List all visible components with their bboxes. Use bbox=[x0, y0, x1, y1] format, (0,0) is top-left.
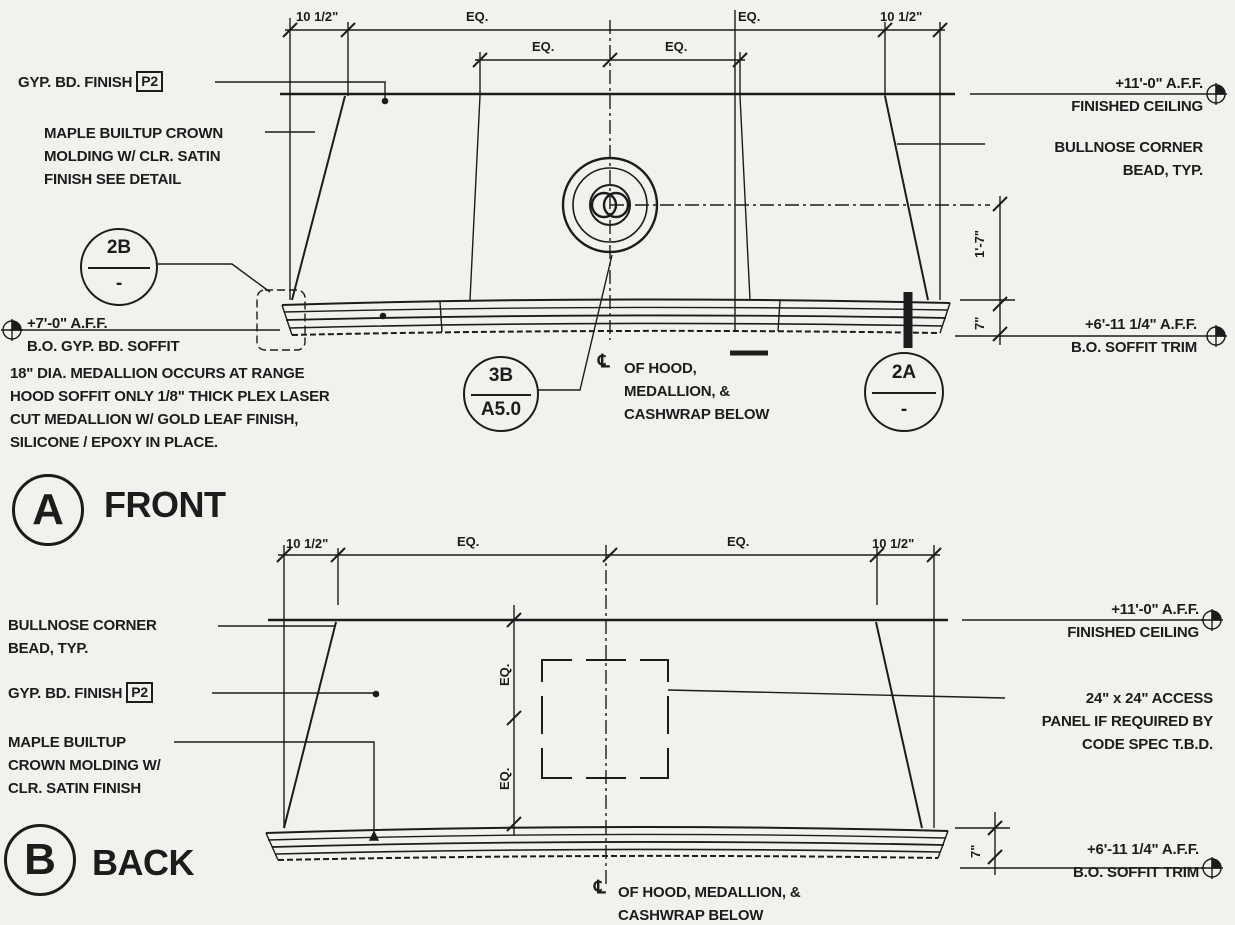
b-ceiling-level-label: +11'-0" A.F.F. FINISHED CEILING bbox=[1067, 601, 1199, 641]
b-trim-level-label: +6'-11 1/4" A.F.F. B.O. SOFFIT TRIM bbox=[1073, 841, 1199, 881]
b-dim-vert-eq-upper: EQ. bbox=[497, 663, 512, 686]
b-centerline-symbol: ℄ bbox=[593, 877, 606, 897]
b-access-panel-note: 24" x 24" ACCESS PANEL IF REQUIRED BY CO… bbox=[1041, 690, 1214, 753]
a-dim-eq-inner-left: EQ. bbox=[532, 39, 555, 54]
level-marker-ceiling-b bbox=[1201, 609, 1223, 631]
medallion-outer bbox=[561, 156, 659, 254]
detail-bubble-3b[interactable]: 3B A5.0 bbox=[463, 356, 539, 432]
b-bullnose-note: BULLNOSE CORNER BEAD, TYP. bbox=[8, 617, 157, 657]
a-dim-right-offset: 10 1/2" bbox=[880, 9, 923, 24]
a-dim-eq-inner-right: EQ. bbox=[665, 39, 688, 54]
detail-bubble-2a[interactable]: 2A - bbox=[864, 352, 944, 432]
a-left-taper bbox=[291, 95, 346, 301]
b-crown-molding-note: MAPLE BUILTUP CROWN MOLDING W/ CLR. SATI… bbox=[8, 734, 161, 797]
detail-bubble-2b[interactable]: 2B - bbox=[80, 228, 158, 306]
b-dim-left-offset: 10 1/2" bbox=[286, 536, 329, 551]
level-marker-trim-b bbox=[1201, 857, 1223, 879]
a-bullnose-note: BULLNOSE CORNER BEAD, TYP. bbox=[1054, 139, 1203, 179]
a-p2-tag: P2 bbox=[136, 71, 163, 92]
elevation-a-title: FRONT bbox=[104, 484, 226, 525]
b-dim-vert-eq-lower: EQ. bbox=[497, 767, 512, 790]
a-centerline-symbol: ℄ bbox=[597, 351, 610, 371]
elevation-a-circle: A bbox=[12, 474, 84, 546]
b-dim-eq-right: EQ. bbox=[727, 534, 750, 549]
a-right-taper bbox=[884, 95, 929, 301]
a-dim-eq-top-left: EQ. bbox=[466, 9, 489, 24]
a-centerline-note: OF HOOD, MEDALLION, & CASHWRAP BELOW bbox=[624, 360, 770, 423]
a-crown-molding-note: MAPLE BUILTUP CROWN MOLDING W/ CLR. SATI… bbox=[44, 125, 223, 188]
a-dim-vert-upper: 1'-7" bbox=[972, 229, 987, 258]
level-marker-trim-a bbox=[1205, 325, 1227, 347]
b-dim-eq-left: EQ. bbox=[457, 534, 480, 549]
b-p2-tag: P2 bbox=[126, 682, 153, 703]
level-marker-ceiling-a bbox=[1205, 83, 1227, 105]
b-dim-vert-trim: 7" bbox=[968, 844, 983, 858]
a-trim-level-label: +6'-11 1/4" A.F.F. B.O. SOFFIT TRIM bbox=[1071, 316, 1197, 356]
a-medallion-note: 18" DIA. MEDALLION OCCURS AT RANGE HOOD … bbox=[10, 365, 330, 451]
a-dim-vert-lower: 7" bbox=[972, 316, 987, 330]
b-right-taper bbox=[875, 621, 923, 829]
a-soffit-level-label: +7'-0" A.F.F. B.O. GYP. BD. SOFFIT bbox=[27, 315, 180, 355]
b-left-taper bbox=[283, 621, 337, 829]
b-centerline-note: OF HOOD, MEDALLION, & CASHWRAP BELOW bbox=[618, 884, 801, 924]
elevation-b-title: BACK bbox=[92, 842, 195, 883]
a-ceiling-level-label: +11'-0" A.F.F. FINISHED CEILING bbox=[1071, 75, 1203, 115]
b-dim-right-offset: 10 1/2" bbox=[872, 536, 915, 551]
a-dim-left-offset: 10 1/2" bbox=[296, 9, 339, 24]
elevation-b-circle: B bbox=[4, 824, 76, 896]
level-marker-soffit-a bbox=[1, 319, 23, 341]
a-dim-eq-top-right: EQ. bbox=[738, 9, 761, 24]
access-panel-outline bbox=[541, 659, 669, 779]
